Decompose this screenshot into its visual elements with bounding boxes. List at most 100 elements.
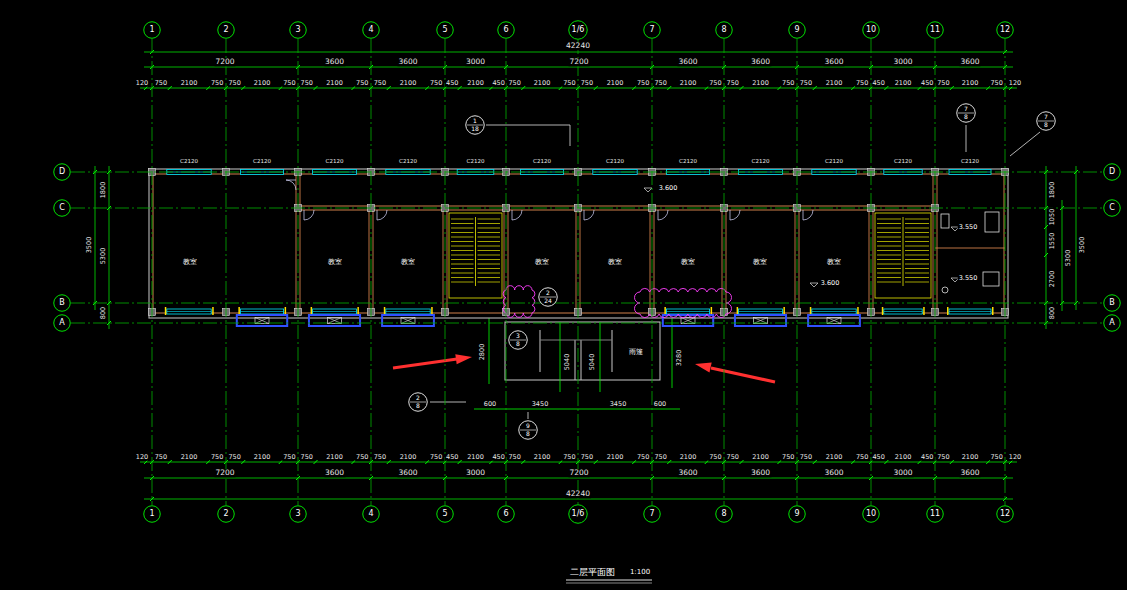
detail-dimension: 120 bbox=[1008, 454, 1022, 461]
window-tag: C2120 bbox=[398, 159, 418, 165]
dimension-tick bbox=[489, 86, 493, 90]
circle-outline bbox=[498, 506, 515, 523]
window-marker bbox=[165, 307, 167, 315]
detail-dimension: 750 bbox=[562, 80, 576, 87]
window-glass bbox=[884, 311, 922, 312]
dimension-tick bbox=[559, 86, 563, 90]
stair-tread bbox=[478, 250, 501, 251]
axis-bubble: 12 bbox=[996, 505, 1014, 523]
node-text: 10 bbox=[862, 505, 880, 523]
detail-dimension: 750 bbox=[726, 80, 740, 87]
detail-dimension: 750 bbox=[989, 454, 1003, 461]
node-text: 9 bbox=[788, 505, 806, 523]
dimension-tick bbox=[594, 460, 598, 464]
node-text: 224 bbox=[538, 287, 558, 307]
detail-dimension: 750 bbox=[154, 80, 168, 87]
canopy-line bbox=[575, 340, 576, 380]
circle-outline bbox=[1104, 164, 1121, 181]
window bbox=[386, 309, 430, 314]
sheet-number: 24 bbox=[544, 298, 552, 304]
window-tag: C2120 bbox=[824, 159, 844, 165]
stair-tread bbox=[451, 268, 474, 269]
dimension-tick bbox=[168, 460, 172, 464]
stair-tread bbox=[905, 246, 929, 247]
detail-dimension: 750 bbox=[507, 80, 521, 87]
dimension-tick bbox=[1009, 86, 1013, 90]
dimension-line bbox=[144, 67, 1013, 68]
window-marker bbox=[810, 307, 812, 315]
floor-elevation: 3.550 bbox=[958, 275, 979, 282]
stair-tread bbox=[905, 241, 929, 242]
dimension-tick bbox=[206, 86, 210, 90]
bay-dimension: 3600 bbox=[823, 58, 844, 66]
window-tag: C2120 bbox=[960, 159, 980, 165]
axis-number: 9 bbox=[794, 510, 799, 518]
node-text: 2 bbox=[217, 505, 235, 523]
door-swing bbox=[584, 210, 594, 220]
caption-underline bbox=[566, 583, 652, 584]
stair-tread bbox=[905, 268, 929, 269]
stair-rail bbox=[475, 217, 476, 286]
stair-tread bbox=[905, 232, 929, 233]
door-swing bbox=[658, 210, 668, 220]
axis-number: 7 bbox=[649, 510, 654, 518]
corridor-wall bbox=[298, 206, 935, 207]
partition-wall bbox=[576, 208, 577, 313]
bay-dimension: 3600 bbox=[750, 469, 771, 477]
detail-dimension: 2100 bbox=[894, 80, 913, 87]
dimension-line bbox=[107, 166, 111, 329]
stair-tread bbox=[478, 255, 501, 256]
partition-wall bbox=[937, 174, 938, 313]
axis-grid-line bbox=[506, 39, 507, 505]
axis-bubble: 4 bbox=[362, 21, 380, 39]
dimension-tick bbox=[458, 460, 462, 464]
dimension-line bbox=[1046, 166, 1047, 329]
corridor-wall bbox=[298, 210, 935, 211]
axis-bubble: C bbox=[1103, 199, 1121, 217]
node-text: 1 bbox=[143, 21, 161, 39]
window-marker bbox=[923, 307, 925, 315]
node-text: 2 bbox=[217, 21, 235, 39]
dimension-tick bbox=[206, 460, 210, 464]
circle-outline bbox=[409, 393, 428, 412]
vertical-dimension: 3500 bbox=[86, 236, 93, 255]
detail-dimension: 750 bbox=[636, 80, 650, 87]
node-text: 10 bbox=[862, 21, 880, 39]
room-name: 教室 bbox=[680, 259, 696, 266]
detail-dimension: 2100 bbox=[606, 454, 625, 461]
window-marker bbox=[238, 307, 240, 315]
detail-dimension: 750 bbox=[636, 454, 650, 461]
circle-outline bbox=[957, 104, 976, 123]
axis-number: C bbox=[1109, 204, 1115, 212]
detail-dimension: 750 bbox=[373, 454, 387, 461]
stair-tread bbox=[451, 255, 474, 256]
stair-tread bbox=[877, 250, 901, 251]
room-name: 教室 bbox=[182, 259, 198, 266]
window bbox=[812, 309, 856, 314]
stair-tread bbox=[478, 241, 501, 242]
stair-tread bbox=[877, 241, 901, 242]
detail-dimension: 750 bbox=[708, 80, 722, 87]
detail-dimension: 750 bbox=[936, 454, 950, 461]
stair-tread bbox=[905, 264, 929, 265]
axis-bubble: 1/6 bbox=[568, 504, 588, 524]
axis-number: A bbox=[59, 319, 64, 327]
dimension-tick bbox=[425, 460, 429, 464]
axis-bubble: D bbox=[53, 163, 71, 181]
node-text: B bbox=[53, 294, 71, 312]
circle-outline bbox=[519, 421, 538, 440]
dimension-tick bbox=[813, 86, 817, 90]
dimension-tick bbox=[241, 460, 245, 464]
detail-dimension: 2100 bbox=[180, 454, 199, 461]
axis-number: 5 bbox=[442, 510, 447, 518]
window bbox=[739, 309, 783, 314]
dimension-tick bbox=[458, 86, 462, 90]
revision-cloud bbox=[503, 286, 535, 318]
detail-dimension: 750 bbox=[653, 80, 667, 87]
axis-number: 6 bbox=[503, 510, 508, 518]
bay-dimension: 7200 bbox=[214, 58, 235, 66]
stair-tread bbox=[478, 264, 501, 265]
node-text: 5 bbox=[436, 21, 454, 39]
partition-wall bbox=[869, 208, 870, 313]
